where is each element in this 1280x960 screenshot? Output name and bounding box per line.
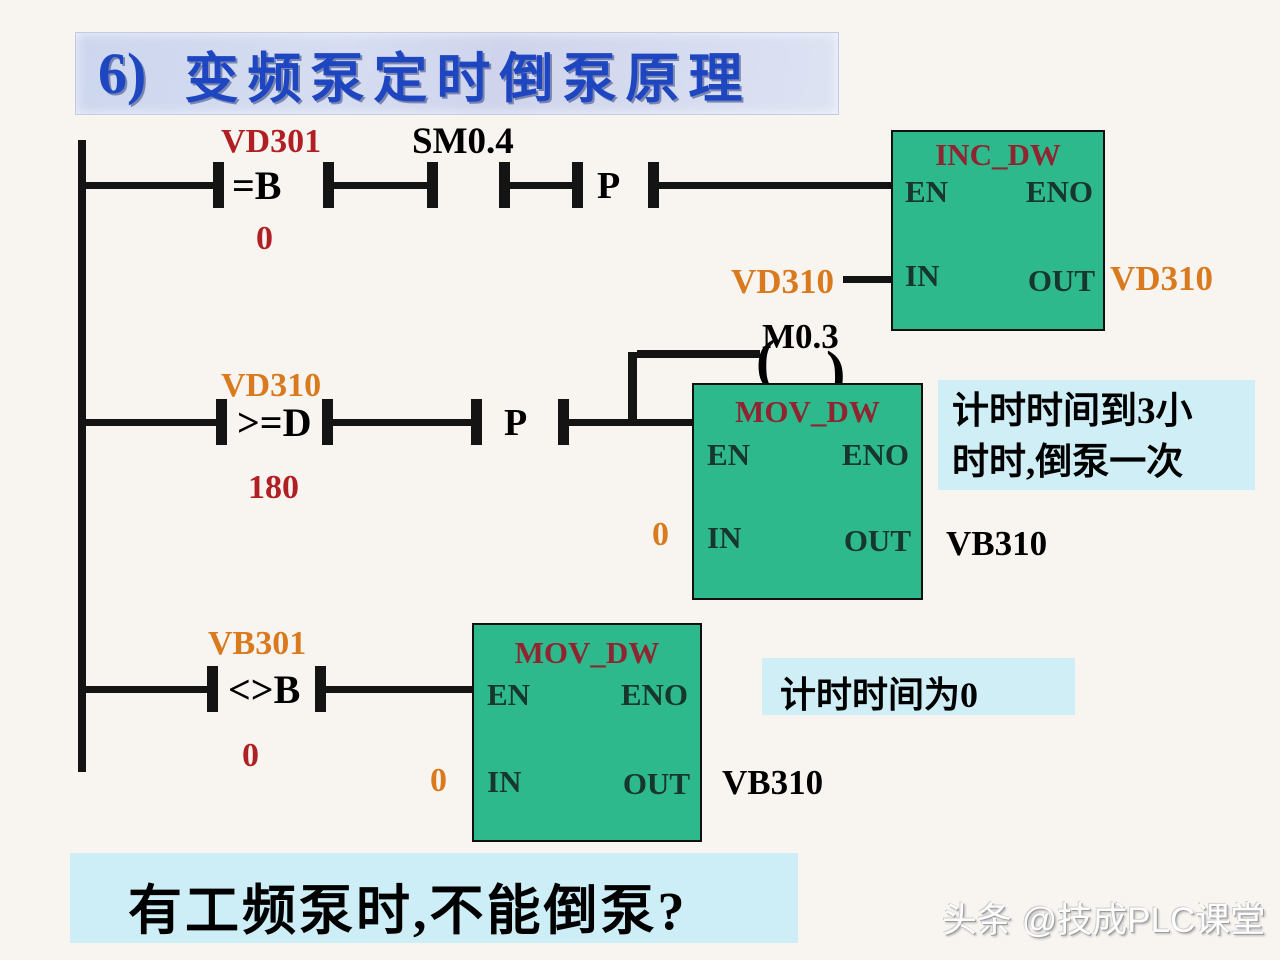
slide-title-bar: 6) 变频泵定时倒泵原理	[75, 32, 839, 115]
slide-title-number: 6)	[98, 41, 147, 106]
rung2-compare-operand-label: VD310	[221, 367, 322, 404]
rung2-branch-vertical	[628, 352, 637, 426]
slide-title-text: 变频泵定时倒泵原理	[184, 49, 752, 109]
rung3-compare-operand-label: VB301	[208, 625, 307, 662]
rung1-out-operand: VD310	[1110, 259, 1214, 298]
power-rail	[78, 140, 86, 772]
rung2-wire	[86, 419, 216, 426]
rung3-wire	[86, 686, 207, 693]
note-box-timer-3h: 计时时间到3小 时时,倒泵一次	[938, 380, 1255, 490]
rung3-out-operand: VB310	[722, 763, 824, 802]
pin-eno: ENO	[1025, 174, 1093, 209]
rung3-in-operand: 0	[430, 762, 447, 799]
inc-dw-block: INC_DW EN ENO IN OUT	[891, 130, 1105, 331]
watermark: 头条 @技成PLC课堂	[942, 901, 1266, 940]
note-line: 时时,倒泵一次	[952, 442, 1184, 484]
contact-bar	[499, 162, 510, 208]
rung1-wire	[510, 182, 572, 189]
rung1-compare-value-label: 0	[256, 220, 273, 257]
contact-bar	[558, 399, 569, 445]
contact-bar	[471, 399, 482, 445]
rung1-wire	[659, 182, 891, 189]
rung3-compare-value-label: 0	[242, 737, 259, 774]
mov-dw-block: MOV_DW EN ENO IN OUT	[692, 383, 923, 600]
contact-bar	[322, 399, 333, 445]
pin-eno: ENO	[841, 437, 909, 472]
rung1-contact-label: SM0.4	[412, 121, 514, 162]
pin-out: OUT	[843, 523, 911, 558]
note-box-timer-zero: 计时时间为0	[762, 658, 1075, 715]
rung2-edge-operator: P	[504, 402, 528, 444]
rung2-in-operand: 0	[652, 516, 669, 553]
contact-bar	[427, 162, 438, 208]
pin-in: IN	[905, 258, 940, 293]
pin-in: IN	[707, 520, 742, 555]
rung3-wire	[326, 686, 472, 693]
pin-en: EN	[905, 174, 949, 209]
pin-eno: ENO	[620, 677, 688, 712]
contact-bar	[213, 162, 224, 208]
contact-bar	[572, 162, 583, 208]
rung1-in-wire	[843, 276, 891, 283]
pin-en: EN	[487, 677, 531, 712]
rung1-edge-operator: P	[597, 165, 621, 207]
rung2-branch-wire	[637, 350, 760, 358]
block-title: INC_DW	[935, 137, 1061, 172]
pin-in: IN	[487, 764, 522, 799]
contact-bar	[648, 162, 659, 208]
coil-open-paren: (	[756, 328, 776, 393]
contact-bar	[323, 162, 334, 208]
block-title: MOV_DW	[514, 635, 660, 670]
pin-out: OUT	[622, 766, 690, 801]
rung2-coil-label: M0.3	[762, 317, 839, 356]
note-line: 计时时间到3小	[952, 391, 1193, 432]
rung1-in-operand: VD310	[731, 262, 835, 301]
question-banner: 有工频泵时,不能倒泵?	[70, 853, 798, 943]
contact-bar	[207, 666, 218, 712]
contact-bar	[315, 666, 326, 712]
rung1-wire	[86, 182, 213, 189]
pin-en: EN	[707, 437, 751, 472]
rung2-compare-value-label: 180	[248, 469, 299, 506]
mov-dw-block: MOV_DW EN ENO IN OUT	[472, 623, 702, 842]
block-title: MOV_DW	[735, 394, 880, 429]
rung2-out-operand: VB310	[946, 524, 1048, 563]
rung1-compare-operand-label: VD301	[221, 123, 322, 160]
rung2-wire	[333, 419, 471, 426]
rung2-compare-operator: >=D	[237, 400, 312, 445]
rung1-compare-operator: =B	[232, 163, 282, 208]
rung3-compare-operator: <>B	[228, 667, 301, 712]
rung1-wire	[334, 182, 427, 189]
pin-out: OUT	[1027, 263, 1095, 298]
contact-bar	[216, 399, 227, 445]
